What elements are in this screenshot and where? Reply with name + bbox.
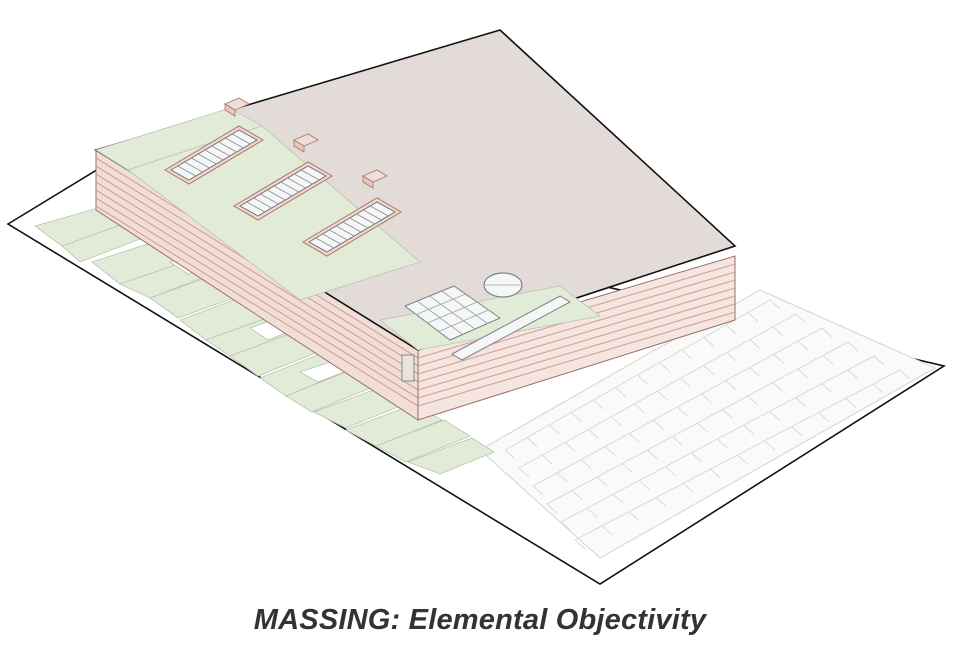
parking-lot xyxy=(479,289,937,559)
linear-skylight xyxy=(450,295,572,361)
massing-diagram xyxy=(6,29,947,585)
circular-skylight xyxy=(483,272,523,298)
entrance xyxy=(401,354,415,382)
side-facade xyxy=(417,255,736,421)
parking-stalls xyxy=(504,299,911,550)
light-well xyxy=(302,169,402,257)
diagram-caption: MASSING: Elemental Objectivity xyxy=(253,604,707,636)
skylight-grid xyxy=(403,285,502,341)
light-well xyxy=(233,133,333,221)
light-wells xyxy=(164,97,402,257)
light-well xyxy=(164,97,264,185)
